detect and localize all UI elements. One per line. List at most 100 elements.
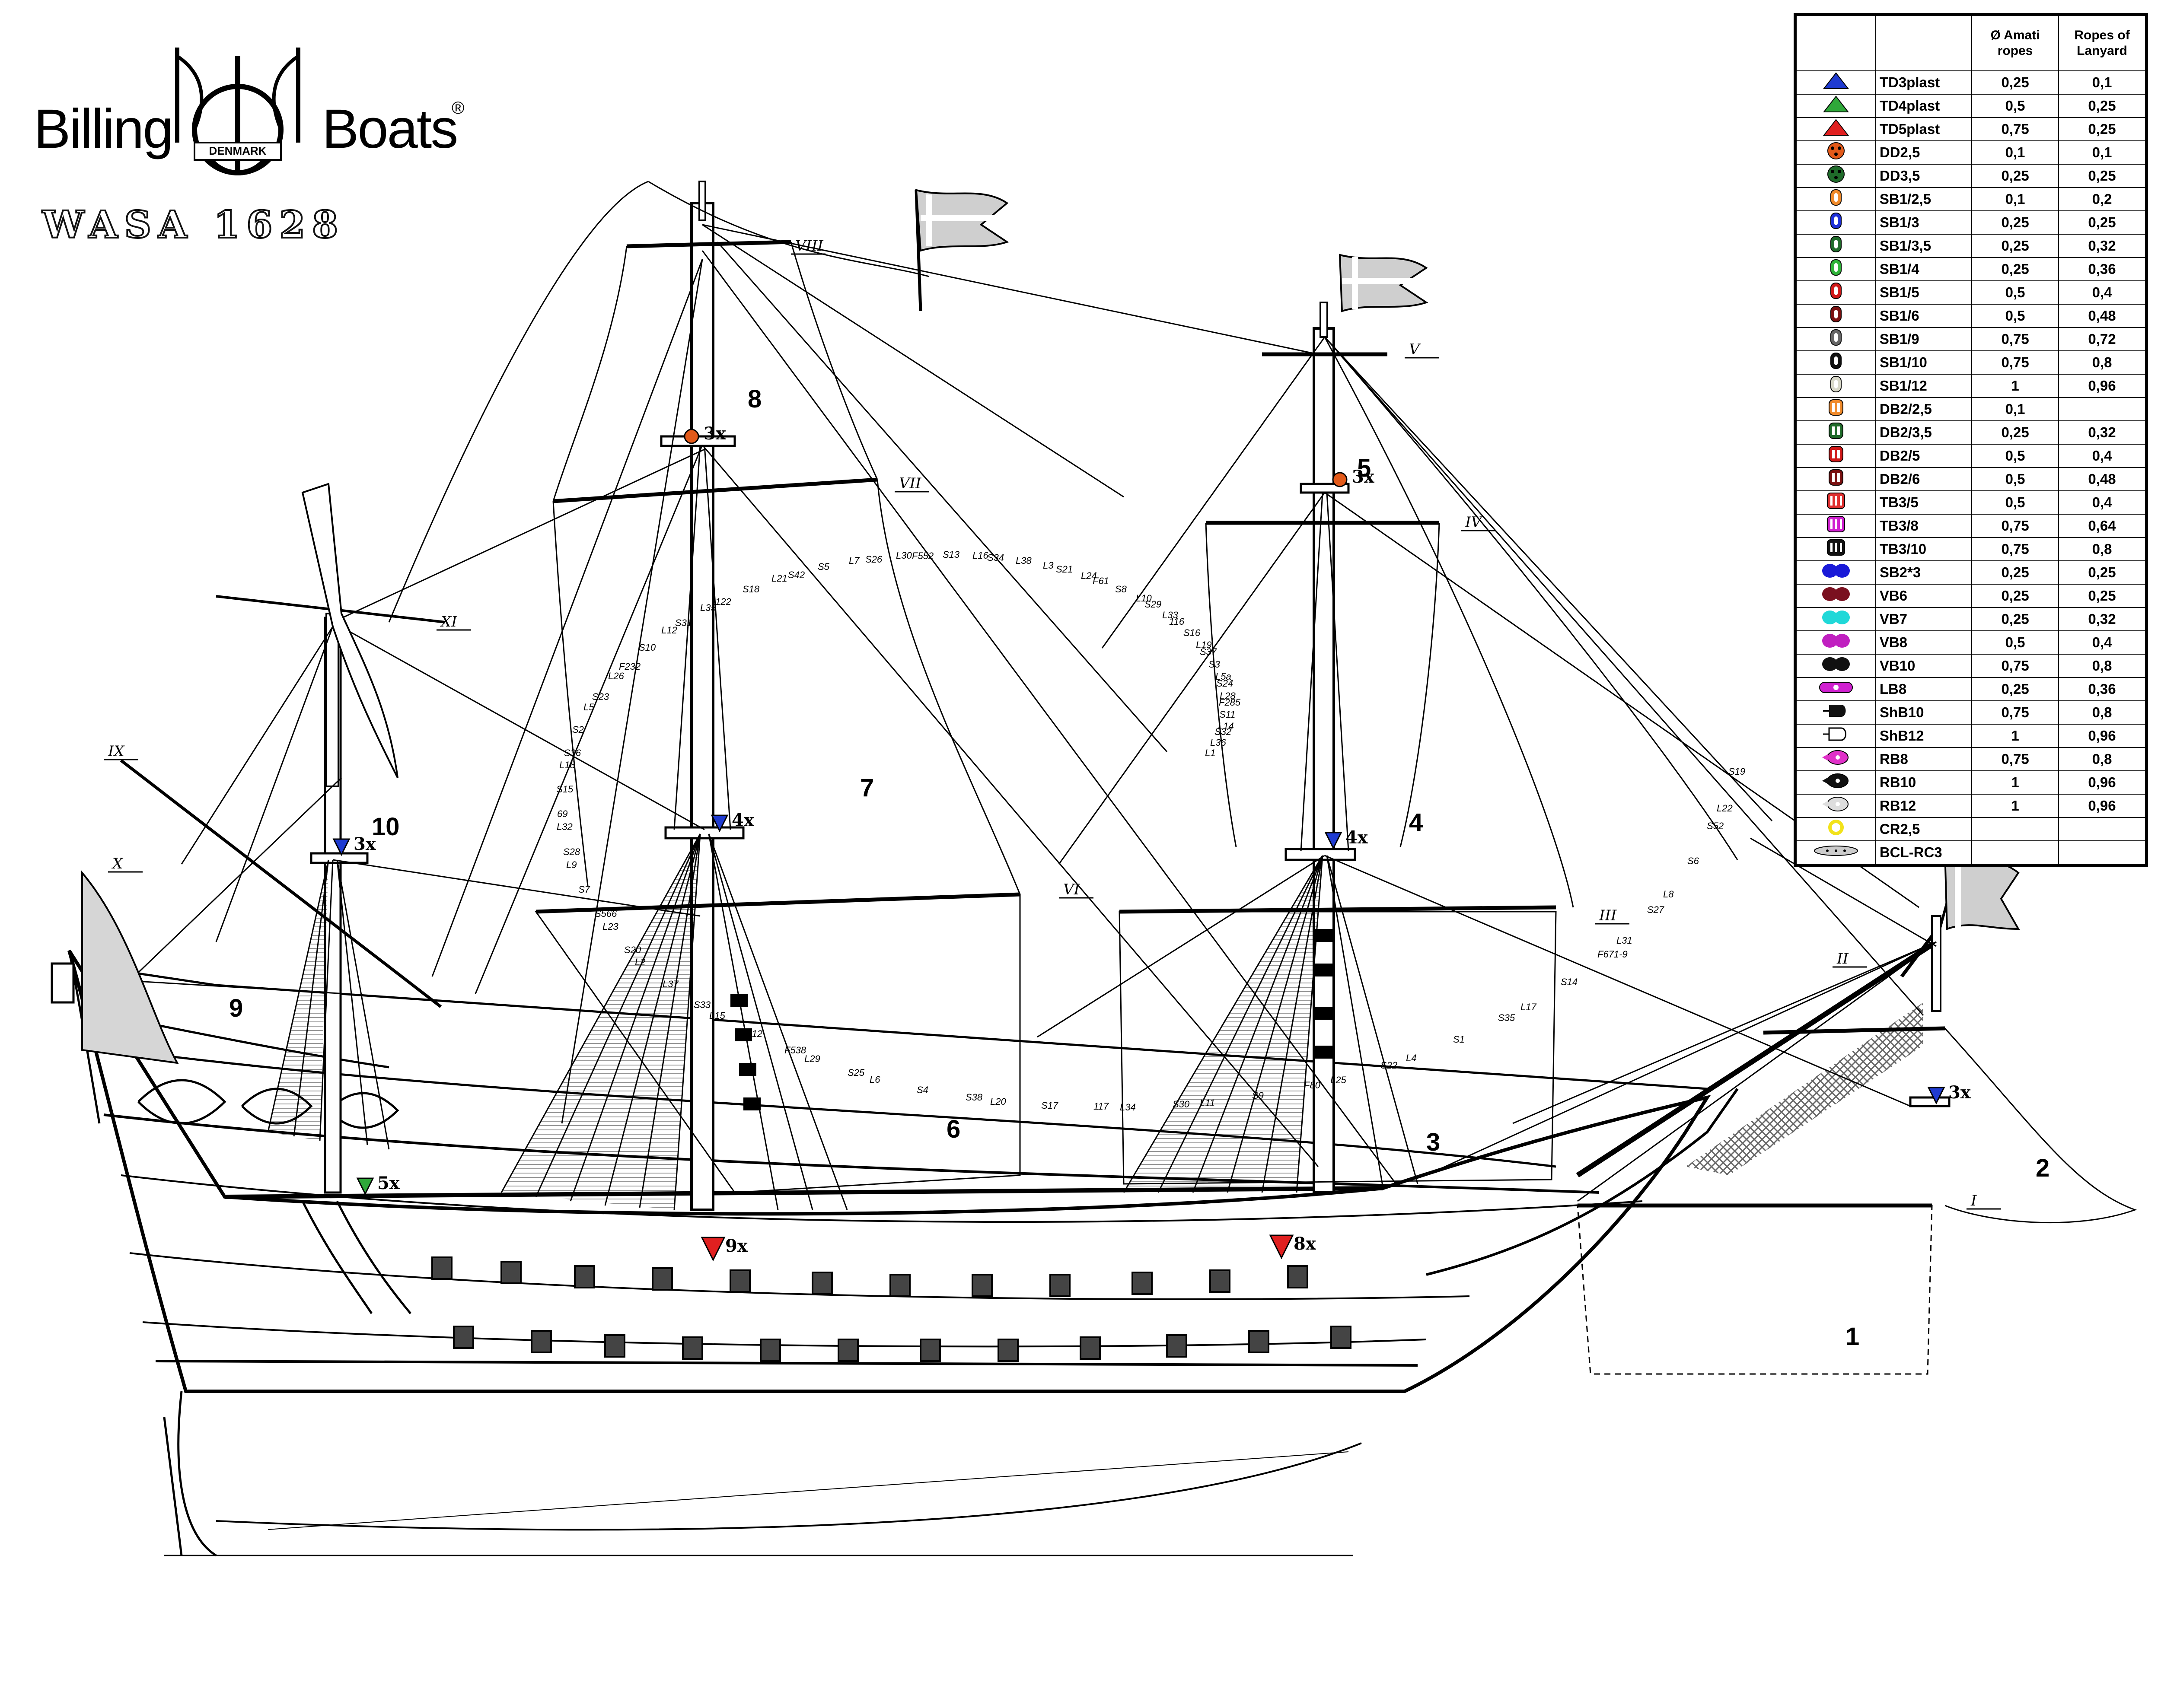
triangle-green-icon: [1796, 94, 1876, 118]
legend-amati-value: 1: [1971, 724, 2059, 748]
legend-code: SB1/5: [1875, 280, 1973, 305]
legend-lanyard-value: 0,72: [2058, 327, 2146, 351]
drawing-label: L26: [608, 671, 624, 681]
legend-code: SB1/3,5: [1875, 234, 1973, 258]
legend-lanyard-value: 0,2: [2058, 187, 2146, 211]
legend-lanyard-value: 0,25: [2058, 210, 2146, 235]
legend-amati-value: 0,25: [1971, 584, 2059, 608]
legend-lanyard-value: [2058, 840, 2146, 865]
drawing-label: S19: [1728, 766, 1745, 777]
drawing-label: F80: [1304, 1080, 1321, 1091]
legend-amati-value: 0,75: [1971, 700, 2059, 725]
model-title: WASA 1628: [41, 202, 345, 248]
callout-marker: [1927, 1087, 1945, 1105]
drawing-label: S33: [694, 999, 711, 1010]
yard-numeral: IX: [108, 743, 125, 760]
legend-row: CR2,5: [1796, 817, 2146, 841]
drawing-label: L29: [804, 1053, 820, 1064]
drawing-label: L14: [1218, 721, 1234, 732]
bow-net: [1686, 1002, 1923, 1175]
drawing-label: F61: [1093, 576, 1109, 586]
block-single-icon: [1796, 257, 1876, 281]
legend-lanyard-value: 0,25: [2058, 117, 2146, 141]
yard-numeral: II: [1836, 950, 1849, 967]
callout-count: 3x: [1352, 467, 1374, 487]
legend-lanyard-value: 0,1: [2058, 70, 2146, 95]
legend-lanyard-value: 0,8: [2058, 700, 2146, 725]
block-long-icon: [1796, 677, 1876, 701]
drawing-label: S18: [743, 584, 760, 595]
legend-amati-value: [1971, 840, 2059, 865]
drawing-label: L7: [849, 555, 860, 566]
deadeye-green-icon: [1796, 164, 1876, 188]
drawing-label: L5a: [1215, 671, 1231, 682]
block-double-icon: [1796, 420, 1876, 445]
legend-amati-value: 0,5: [1971, 280, 2059, 305]
legend-code: DB2/5: [1875, 444, 1973, 468]
drawing-label: F285: [1219, 697, 1241, 708]
legend-amati-value: 0,75: [1971, 327, 2059, 351]
legend-amati-value: 0,5: [1971, 444, 2059, 468]
rigging: [181, 181, 1937, 1202]
block-single-icon: [1796, 187, 1876, 211]
legend-amati-value: 0,75: [1971, 537, 2059, 561]
legend-code: RB8: [1875, 747, 1973, 771]
drawing-label: L15: [709, 1010, 725, 1021]
drawing-label: S10: [639, 642, 656, 653]
callout-marker: [701, 1237, 726, 1262]
drawing-label: L6: [870, 1074, 880, 1085]
drawing-label: S29: [1144, 599, 1161, 610]
drawing-label: F552: [912, 550, 934, 561]
legend-lanyard-value: 0,4: [2058, 280, 2146, 305]
triangle-red-icon: [1796, 117, 1876, 141]
legend-code: ShB12: [1875, 724, 1973, 748]
legend-lanyard-value: 0,48: [2058, 304, 2146, 328]
drawing-label: S14: [1561, 976, 1578, 987]
legend-lanyard-value: 0,48: [2058, 467, 2146, 491]
legend-amati-value: 0,75: [1971, 117, 2059, 141]
legend-amati-value: 0,75: [1971, 654, 2059, 678]
legend-amati-value: 0,5: [1971, 630, 2059, 655]
block-round-icon: [1796, 747, 1876, 771]
mast-tops: [310, 435, 1951, 1107]
drawing-label: L16: [972, 550, 988, 561]
callout-marker: [1269, 1234, 1294, 1260]
legend-amati-value: 0,25: [1971, 607, 2059, 631]
drawing-label: L35: [700, 602, 716, 613]
legend-lanyard-value: 0,8: [2058, 350, 2146, 375]
block-single-icon: [1796, 327, 1876, 351]
drawing-label: 122: [715, 596, 731, 607]
drawing-label: S23: [592, 691, 609, 702]
block-double-icon: [1796, 467, 1876, 491]
sail-number-tag: 10: [372, 813, 400, 841]
block-single-icon: [1796, 304, 1876, 328]
yard-numeral: VII: [899, 475, 921, 492]
legend-code: TD3plast: [1875, 70, 1973, 95]
legend-lanyard-value: 0,96: [2058, 770, 2146, 795]
sail-number-tag: 1: [1845, 1323, 1860, 1351]
block-triple-icon: [1796, 514, 1876, 538]
drawing-label: S9: [1252, 1090, 1264, 1101]
drawing-label: F232: [619, 661, 641, 672]
legend-code: TB3/5: [1875, 490, 1973, 515]
drawing-label: S8: [1115, 584, 1127, 595]
block-single-icon: [1796, 210, 1876, 235]
legend-code: SB2*3: [1875, 560, 1973, 585]
emblem-text: DENMARK: [209, 144, 267, 157]
sail-number-tag: 9: [229, 994, 243, 1022]
legend-code: TD4plast: [1875, 94, 1973, 118]
brand-emblem: DENMARK: [175, 48, 300, 175]
legend-code: DB2/3,5: [1875, 420, 1973, 445]
legend-amati-value: 0,25: [1971, 677, 2059, 701]
